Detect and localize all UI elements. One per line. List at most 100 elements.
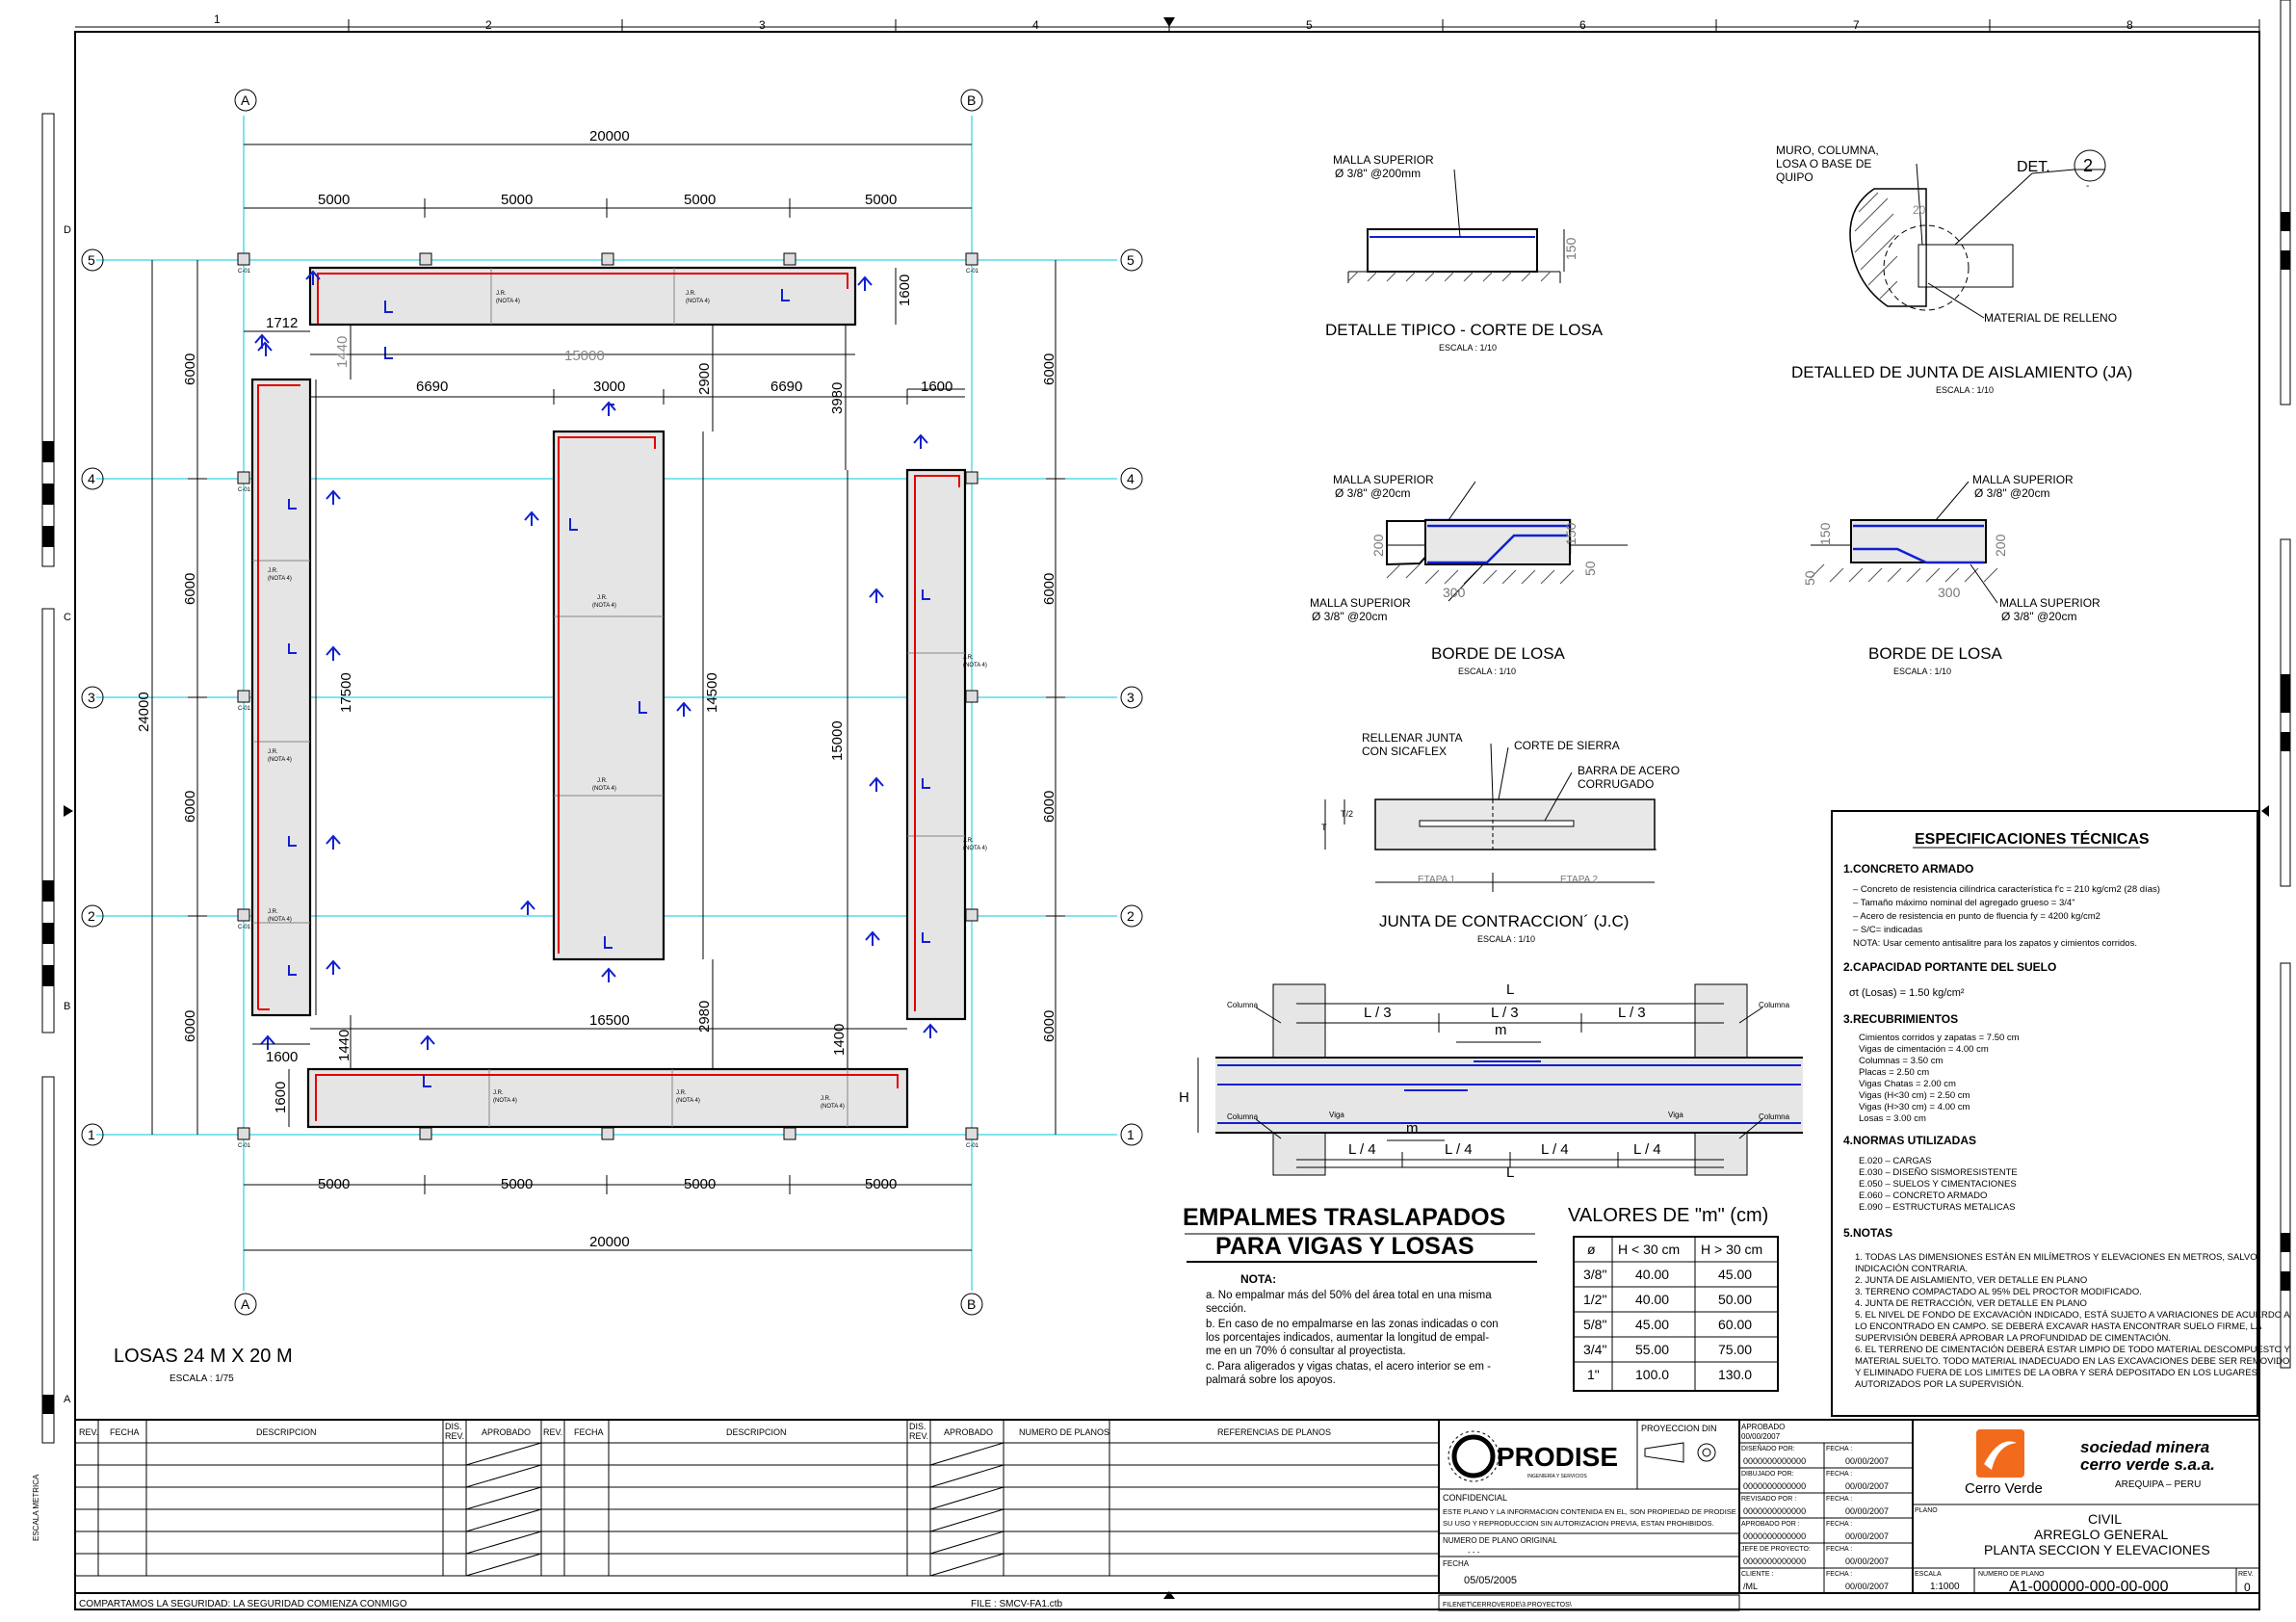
center-mark-bottom — [1163, 1591, 1175, 1599]
col-label: 4 — [1032, 18, 1039, 32]
dim: 1440 — [334, 336, 351, 368]
spec-line: – S/C= indicadas — [1853, 925, 1922, 935]
column-pedestals — [237, 252, 978, 1140]
dim-20000: 20000 — [589, 128, 630, 144]
confidencial-text: SU USO Y REPRODUCCION SIN AUTORIZACION P… — [1443, 1519, 1714, 1528]
brand-name: Cerro Verde — [1965, 1480, 2043, 1497]
projection-symbol — [1644, 1442, 1684, 1463]
role-label: APROBADO POR : — [1741, 1521, 1800, 1528]
detail-junta-contraccion: RELLENAR JUNTA CON SICAFLEX CORTE DE SIE… — [1321, 731, 1680, 944]
grid-label-5: 5 — [88, 252, 95, 268]
nota-line: sección. — [1206, 1303, 1246, 1315]
role-value: 0000000000000 — [1743, 1531, 1806, 1541]
company-name: cerro verde s.a.a. — [2080, 1455, 2215, 1474]
detail-borde-losa-1: MALLA SUPERIOR Ø 3/8" @20cm MALLA SUPERI… — [1310, 473, 1628, 676]
escala-value: 1:1000 — [1930, 1582, 1960, 1592]
malla-spec: Ø 3/8" @20cm — [1312, 610, 1387, 623]
date-value: 00/00/2007 — [1845, 1582, 1889, 1591]
company-name: sociedad minera — [2080, 1438, 2209, 1456]
spec-line: Columnas = 3.50 cm — [1859, 1056, 1943, 1066]
nota-tag: (NOTA 4) — [493, 1098, 517, 1104]
dim: 2900 — [696, 363, 713, 395]
nota-line: c. Para aligerados y vigas chatas, el ac… — [1206, 1361, 1491, 1373]
label-L3: L / 3 — [1618, 1005, 1646, 1021]
nota-tag: (NOTA 4) — [821, 1104, 845, 1110]
role-label: DISEÑADO POR: — [1741, 1444, 1795, 1452]
col-numero-planos: NUMERO DE PLANOS — [1019, 1427, 1109, 1437]
column-tag: C-01 — [238, 487, 251, 493]
malla-spec: Ø 3/8" @20cm — [1974, 486, 2049, 500]
col-fecha: FECHA — [110, 1427, 140, 1437]
spec-line: Cimientos corridos y zapatas = 7.50 cm — [1859, 1033, 2020, 1043]
slab-tag: J.R. — [676, 1090, 687, 1096]
fecha-label: FECHA : — [1826, 1546, 1852, 1553]
col-descripcion: DESCRIPCION — [726, 1427, 787, 1437]
dim: 50 — [1582, 561, 1598, 576]
dim: 6000 — [182, 353, 198, 385]
col-label: 7 — [1853, 18, 1860, 32]
dim: 20 — [1913, 203, 1926, 217]
dim: 6000 — [182, 573, 198, 605]
label-L3: L / 3 — [1491, 1005, 1519, 1021]
table-cell: 130.0 — [1718, 1367, 1752, 1382]
fecha-label: FECHA : — [1826, 1446, 1852, 1452]
col-rev2: REV. — [909, 1431, 928, 1441]
grid-label-2: 2 — [1127, 908, 1135, 924]
beam-splice-diagram: L L / 3 L / 3 L / 3 m m L / 4 L / 4 L / … — [1179, 981, 1803, 1181]
slab-right — [905, 468, 967, 1021]
role-value: /ML — [1743, 1582, 1758, 1591]
spec-line: E.060 – CONCRETO ARMADO — [1859, 1190, 1987, 1201]
fecha-label: FECHA : — [1826, 1571, 1852, 1578]
detail-title: BORDE DE LOSA — [1868, 644, 2003, 663]
dim: 6690 — [770, 379, 802, 395]
malla-label: MALLA SUPERIOR — [1972, 473, 2074, 486]
nota-tag: (NOTA 4) — [592, 603, 616, 609]
column-tag: C-01 — [966, 1143, 979, 1149]
valores-table: VALORES DE "m" (cm) ø H < 30 cm H > 30 c… — [1568, 1205, 1779, 1392]
aprobado-top-date: 00/00/2007 — [1741, 1432, 1781, 1441]
fecha-label: FECHA : — [1826, 1496, 1852, 1503]
label-L3: L / 3 — [1364, 1005, 1392, 1021]
slab-tag: J.R. — [963, 655, 974, 661]
detail-title: DETALLE TIPICO - CORTE DE LOSA — [1325, 321, 1604, 339]
nota-line: b. En caso de no empalmarse en las zonas… — [1206, 1319, 1499, 1330]
label-L4: L / 4 — [1541, 1141, 1569, 1158]
slab-bottom — [306, 1067, 909, 1129]
grid-label-5: 5 — [1127, 252, 1135, 268]
spec-line: – Acero de resistencia en punto de fluen… — [1853, 911, 2100, 922]
role-label: JEFE DE PROYECTO: — [1741, 1546, 1811, 1553]
spec-line: E.030 – DISEÑO SISMORESISTENTE — [1859, 1167, 2018, 1178]
dim: 5000 — [865, 1176, 897, 1192]
grid-label-a: A — [241, 92, 250, 108]
dim: 5000 — [684, 1176, 716, 1192]
rev-value: 0 — [2244, 1581, 2251, 1594]
dim: 6000 — [1041, 353, 1057, 385]
numero-plano-value: A1-000000-000-00-000 — [2009, 1579, 2169, 1595]
det-number: 2 — [2083, 156, 2093, 175]
role-value: 0000000000000 — [1743, 1456, 1806, 1466]
detail-scale: ESCALA : 1/10 — [1439, 343, 1497, 353]
columna-label: Columna — [1227, 1112, 1259, 1121]
col-label: 3 — [759, 18, 766, 32]
slab-tag: J.R. — [963, 838, 974, 844]
plan-scale: ESCALA : 1/75 — [170, 1373, 234, 1384]
grid-label-b: B — [967, 1296, 976, 1312]
detail-borde-losa-2: MALLA SUPERIOR Ø 3/8" @20cm MALLA SUPERI… — [1802, 473, 2100, 676]
fecha-label: FECHA : — [1826, 1471, 1852, 1478]
prodise-name: PRODISE — [1497, 1442, 1618, 1472]
empalmes-block: EMPALMES TRASLAPADOS PARA VIGAS Y LOSAS … — [1183, 1204, 1537, 1386]
dim: 5000 — [501, 192, 533, 208]
col-dis: DIS. — [909, 1422, 926, 1431]
malla-label: MALLA SUPERIOR — [1310, 596, 1411, 610]
dim: 1600 — [897, 275, 913, 306]
rev-label: REV. — [2238, 1571, 2254, 1578]
table-cell: 100.0 — [1635, 1367, 1669, 1382]
safety-slogan: COMPARTAMOS LA SEGURIDAD: LA SEGURIDAD C… — [79, 1599, 407, 1609]
detail-scale: ESCALA : 1/10 — [1936, 385, 1994, 395]
table-cell: 50.00 — [1718, 1292, 1752, 1307]
table-cell: 45.00 — [1718, 1267, 1752, 1282]
date-value: 00/00/2007 — [1845, 1456, 1889, 1466]
contraccion-label: CON SICAFLEX — [1362, 745, 1447, 758]
col-rev2: REV. — [445, 1431, 464, 1441]
